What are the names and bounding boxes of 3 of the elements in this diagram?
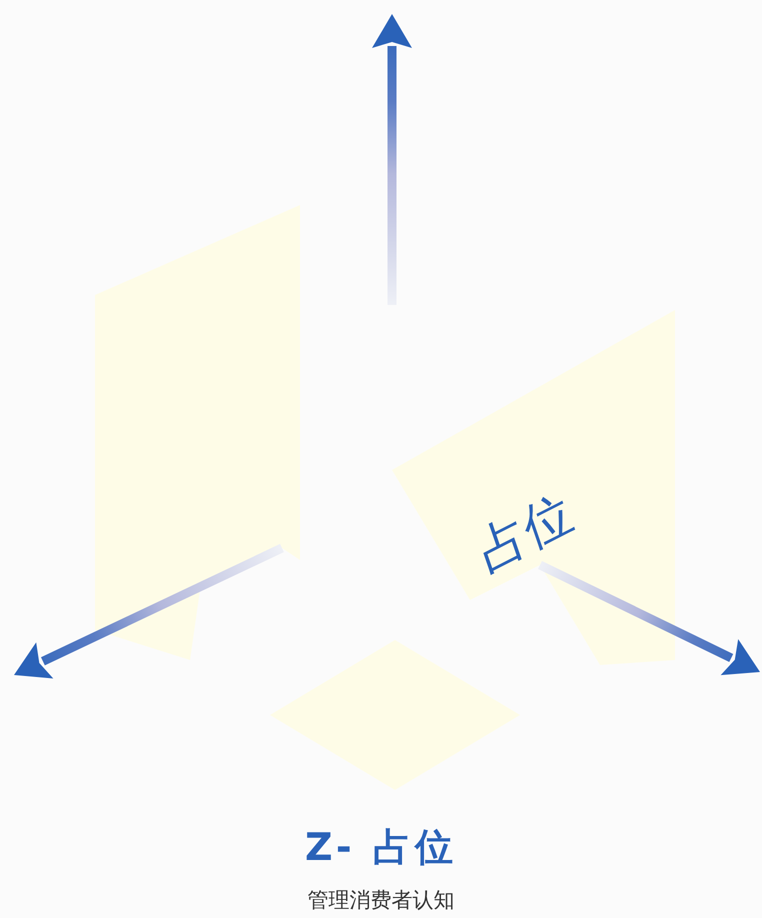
caption: 管理消费者认知 xyxy=(306,887,456,914)
axis-label: 占位 xyxy=(470,480,580,584)
title: Z- 占位 xyxy=(304,824,458,871)
